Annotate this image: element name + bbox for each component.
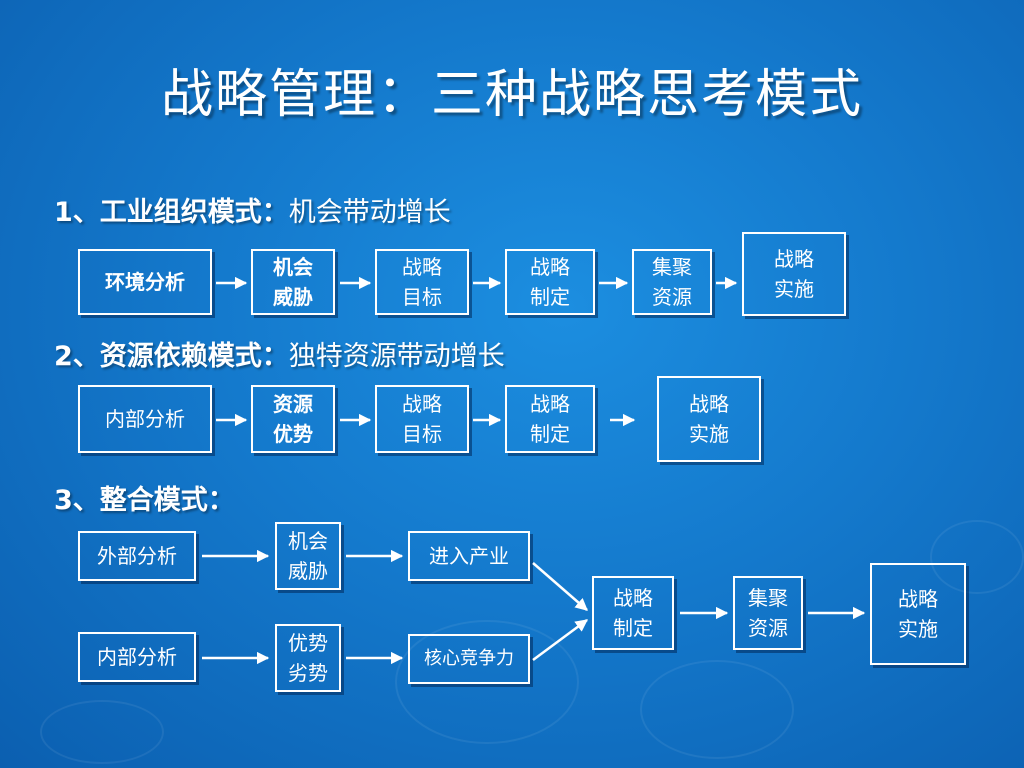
mode3-box-strengths-weaknesses: 优势 劣势: [275, 624, 341, 692]
box-label: 核心竞争力: [424, 648, 514, 669]
mode3-box-core-competence: 核心竞争力: [408, 634, 530, 684]
page-title: 战略管理：三种战略思考模式: [160, 65, 863, 125]
mode2-box-strategy-implementation: 战略 实施: [657, 376, 761, 462]
mode1-box-strategy-formulation: 战略 制定: [505, 249, 595, 315]
arrow: [532, 562, 588, 611]
mode1-box-opportunity-threat: 机会 威胁: [251, 249, 335, 315]
box-label: 战略 目标: [402, 392, 442, 446]
box-label: 集聚 资源: [652, 255, 692, 309]
mode2-heading-label: 2、资源依赖模式：: [54, 341, 289, 372]
box-label: 战略 实施: [689, 392, 729, 446]
box-label: 内部分析: [105, 407, 185, 431]
mode1-box-strategy-implementation: 战略 实施: [742, 232, 846, 316]
mode2-box-resource-advantage: 资源 优势: [251, 385, 335, 453]
box-label: 优势 劣势: [288, 631, 328, 685]
arrow: [532, 618, 589, 662]
box-label: 战略 制定: [530, 255, 570, 309]
mode1-heading-label: 1、工业组织模式：: [54, 197, 289, 228]
mode1-box-environment-analysis: 环境分析: [78, 249, 212, 315]
box-label: 机会 威胁: [288, 529, 328, 583]
mode1-box-strategic-goal: 战略 目标: [375, 249, 469, 315]
box-label: 资源 优势: [273, 392, 313, 446]
mode3-box-opportunity-threat: 机会 威胁: [275, 522, 341, 590]
mode3-box-internal-analysis: 内部分析: [78, 632, 196, 682]
mode3-box-enter-industry: 进入产业: [408, 531, 530, 581]
mode3-box-strategy-formulation: 战略 制定: [592, 576, 674, 650]
background-ripple: [930, 520, 1024, 594]
box-label: 进入产业: [429, 544, 509, 568]
box-label: 战略 制定: [530, 392, 570, 446]
box-label: 外部分析: [97, 544, 177, 568]
mode3-box-strategy-implementation: 战略 实施: [870, 563, 966, 665]
box-label: 机会 威胁: [273, 255, 313, 309]
box-label: 战略 实施: [774, 247, 814, 301]
box-label: 战略 制定: [613, 586, 653, 640]
mode2-box-internal-analysis: 内部分析: [78, 385, 212, 453]
background-ripple: [395, 620, 579, 744]
mode3-heading: 3、整合模式：: [54, 478, 235, 517]
mode3-box-external-analysis: 外部分析: [78, 531, 196, 581]
mode1-box-gather-resources: 集聚 资源: [632, 249, 712, 315]
mode3-heading-label: 3、整合模式：: [54, 485, 235, 516]
mode2-heading: 2、资源依赖模式：独特资源带动增长: [54, 334, 505, 373]
mode1-heading-desc: 机会带动增长: [288, 197, 451, 228]
background-ripple: [40, 700, 164, 764]
mode3-box-gather-resources: 集聚 资源: [733, 576, 803, 650]
box-label: 战略 实施: [898, 587, 938, 641]
box-label: 环境分析: [105, 270, 185, 294]
mode1-heading: 1、工业组织模式：机会带动增长: [54, 190, 451, 229]
box-label: 集聚 资源: [748, 586, 788, 640]
background-ripple: [640, 660, 794, 759]
box-label: 战略 目标: [402, 255, 442, 309]
box-label: 内部分析: [97, 645, 177, 669]
mode2-box-strategic-goal: 战略 目标: [375, 385, 469, 453]
mode2-heading-desc: 独特资源带动增长: [288, 341, 505, 372]
mode2-box-strategy-formulation: 战略 制定: [505, 385, 595, 453]
